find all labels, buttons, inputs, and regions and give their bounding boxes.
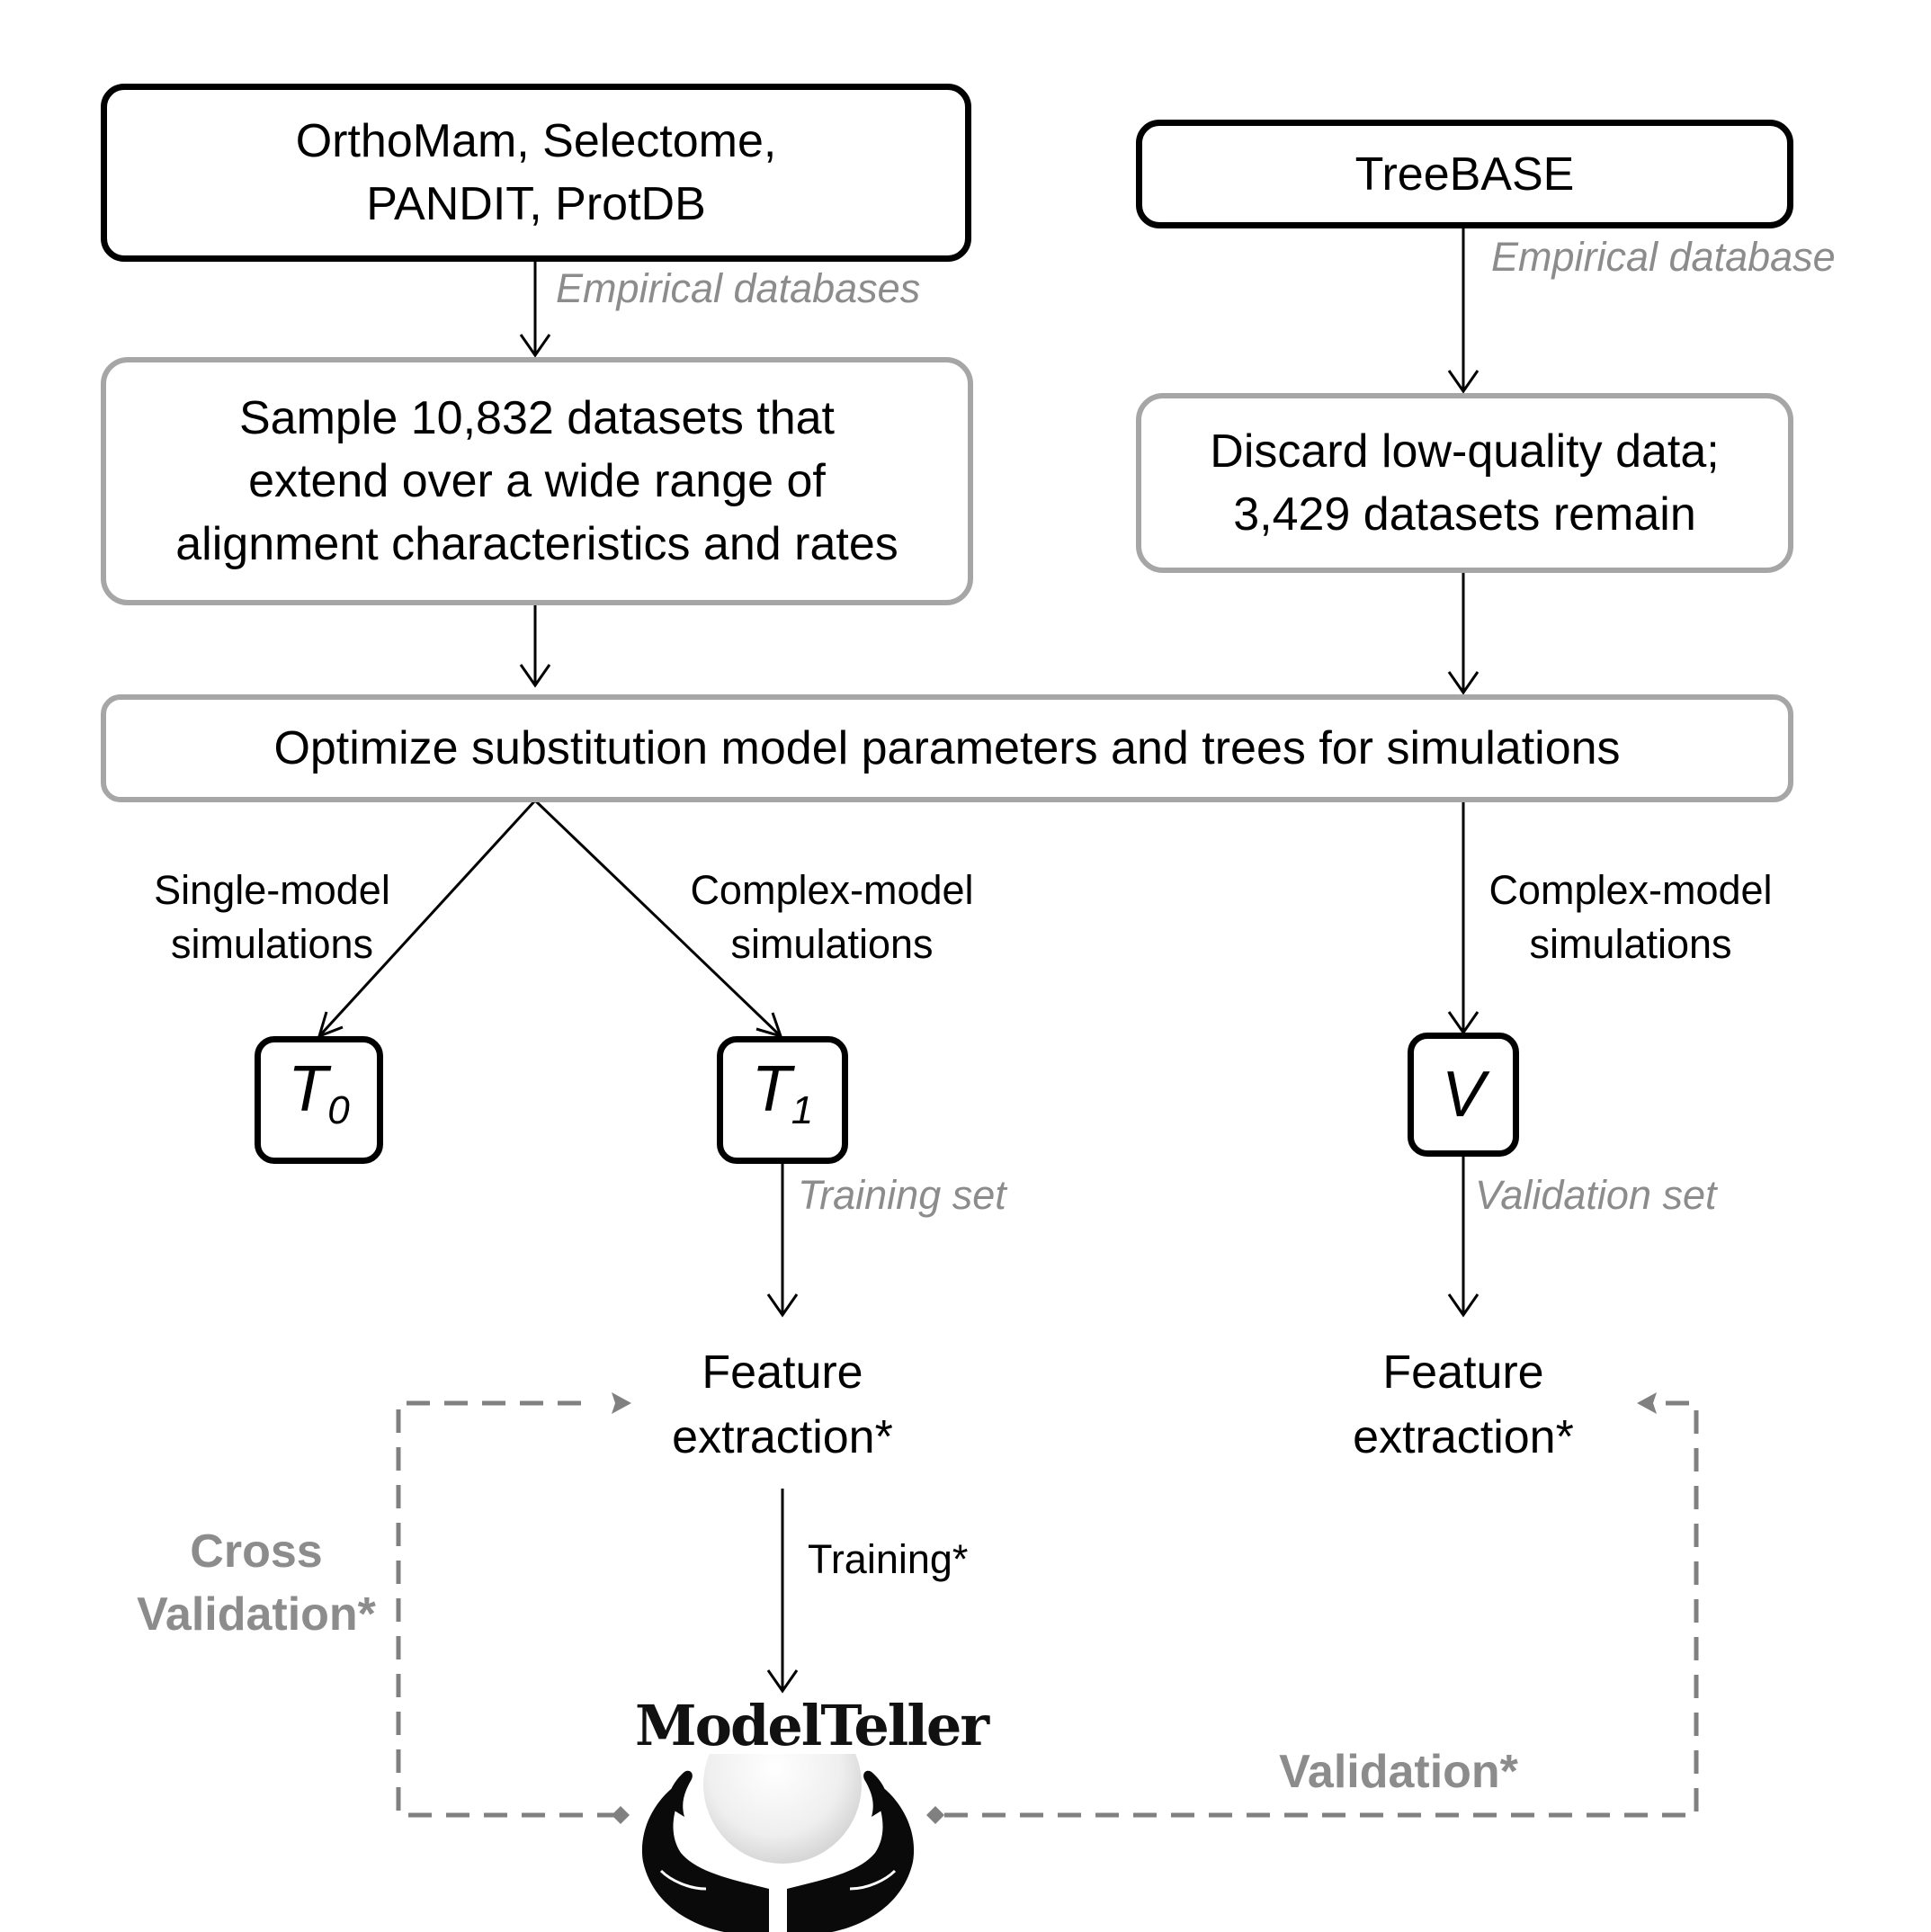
arrow-optimize-to-t0 (317, 799, 537, 1038)
cross-validation-loop (396, 1400, 621, 1818)
feature-extraction-left: Feature extraction* (672, 1346, 893, 1463)
orthomam-databases-text: OrthoMam, Selectome, PANDIT, ProtDB (295, 115, 777, 230)
orthomam-databases-box: OrthoMam, Selectome, PANDIT, ProtDB (101, 84, 971, 262)
arrow-optimize-to-t1 (533, 799, 782, 1038)
validation-set-label: Validation set (1475, 1172, 1717, 1218)
discard-data-box: Discard low-quality data; 3,429 datasets… (1136, 393, 1793, 573)
v-box: V (1408, 1033, 1519, 1157)
t0-box: T0 (255, 1036, 383, 1164)
optimize-box: Optimize substitution model parameters a… (101, 694, 1793, 802)
cross-validation-label: Cross Validation* (137, 1525, 376, 1641)
validation-loop (944, 1400, 1699, 1818)
single-model-label: Single-model simulations (154, 867, 390, 967)
sample-datasets-box: Sample 10,832 datasets that extend over … (101, 357, 973, 605)
empirical-databases-label: Empirical databases (556, 265, 921, 311)
feature-extraction-right: Feature extraction* (1353, 1346, 1574, 1463)
treebase-box: TreeBASE (1136, 120, 1793, 228)
discard-data-text: Discard low-quality data; 3,429 datasets… (1210, 425, 1720, 541)
t1-symbol: T1 (751, 1053, 814, 1132)
t0-symbol: T0 (288, 1053, 350, 1132)
complex-model-left-label: Complex-model simulations (690, 867, 974, 967)
optimize-text: Optimize substitution model parameters a… (273, 722, 1621, 774)
modelteller-logo-text: ModelTeller (635, 1693, 989, 1758)
sample-datasets-text: Sample 10,832 datasets that extend over … (175, 392, 898, 570)
training-set-label: Training set (798, 1172, 1006, 1218)
validation-label: Validation* (1279, 1746, 1518, 1798)
empirical-database-label: Empirical database (1491, 234, 1836, 280)
t1-box: T1 (717, 1036, 848, 1164)
treebase-text: TreeBASE (1354, 148, 1575, 201)
v-symbol: V (1441, 1059, 1486, 1131)
complex-model-right-label: Complex-model simulations (1488, 867, 1773, 967)
modelteller-logo-hands-icon (641, 1754, 915, 1932)
training-label: Training* (808, 1536, 969, 1582)
